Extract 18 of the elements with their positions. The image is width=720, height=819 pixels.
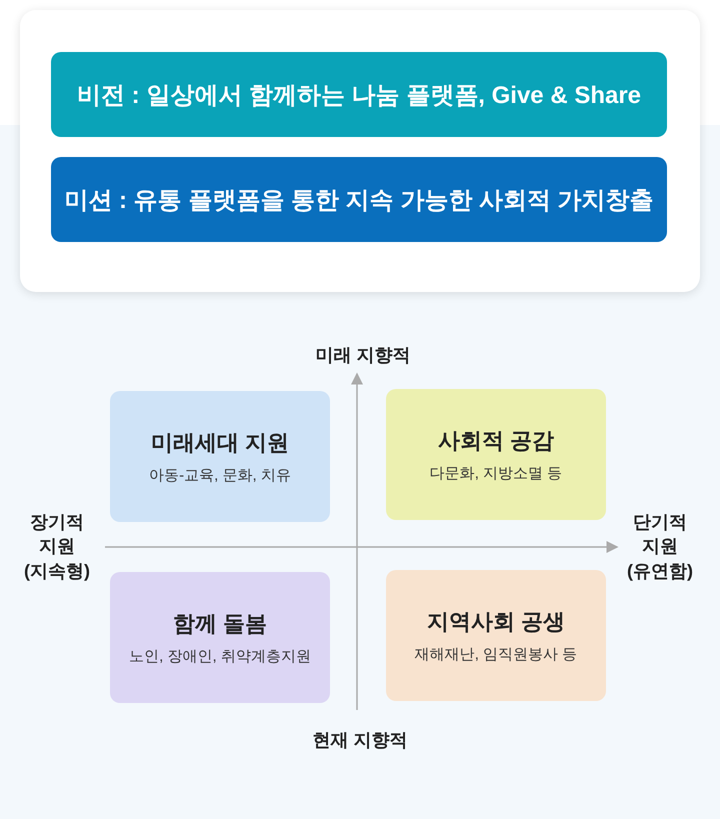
quadrant-box: [386, 570, 606, 701]
quadrant-title: 사회적 공감: [438, 427, 554, 455]
quadrant-box: [110, 391, 330, 522]
quadrant-box: [110, 572, 330, 703]
quadrant-box: [386, 389, 606, 520]
axis-label: 장기적 지원 (지속형): [23, 511, 91, 583]
quadrant-description: 재해재난, 임직원봉사 등: [414, 645, 578, 664]
quadrant-description: 아동-교육, 문화, 치유: [149, 466, 291, 485]
quadrant-title: 함께 돌봄: [172, 610, 268, 638]
quadrant-description: 다문화, 지방소멸 등: [430, 464, 562, 483]
quadrant-title: 지역사회 공생: [426, 608, 566, 636]
axis-label: 미래 지향적: [314, 344, 412, 367]
quadrant-title: 미래세대 지원: [150, 429, 290, 457]
mission-banner: 미션 : 유통 플랫폼을 통한 지속 가능한 사회적 가치창출: [51, 157, 667, 242]
axis-label: 단기적 지원 (유연함): [626, 511, 694, 583]
axis-label: 현재 지향적: [311, 729, 408, 752]
vision-banner: 비전 : 일상에서 함께하는 나눔 플랫폼, Give & Share: [51, 52, 667, 137]
quadrant-description: 노인, 장애인, 취약계층지원: [129, 647, 311, 666]
